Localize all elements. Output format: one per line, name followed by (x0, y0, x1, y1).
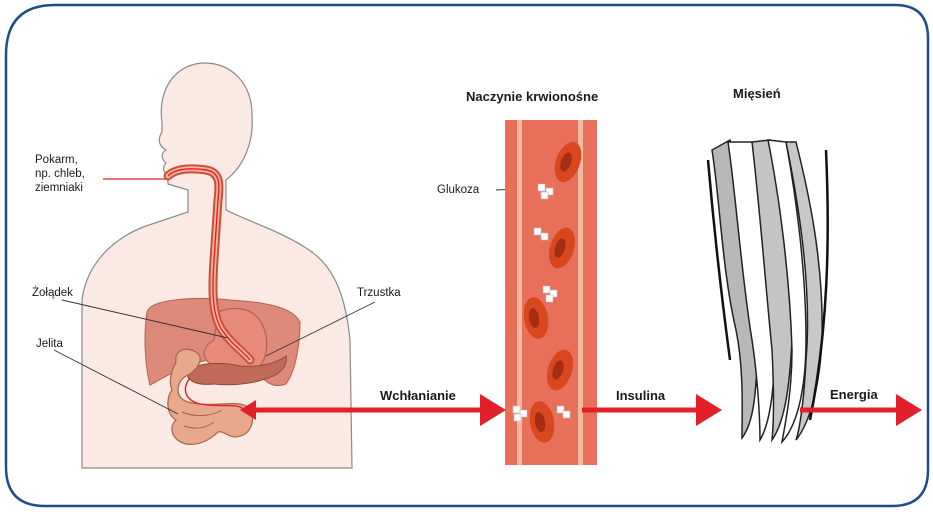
vessel-heading: Naczynie krwionośne (466, 89, 598, 104)
intestines-label: Jelita (36, 337, 63, 351)
stomach-label: Żołądek (32, 286, 73, 300)
glucose-label: Glukoza (437, 183, 479, 197)
food-label: Pokarm, np. chleb, ziemniaki (35, 153, 85, 195)
food-label-line-1: Pokarm, (35, 153, 85, 167)
muscle-heading: Mięsień (733, 86, 781, 101)
pancreas-label: Trzustka (357, 286, 401, 300)
absorption-label: Wchłanianie (380, 388, 456, 403)
insulin-label: Insulina (616, 388, 665, 403)
food-label-line-2: np. chleb, (35, 167, 85, 181)
muscle-fibers (708, 140, 828, 442)
energy-label: Energia (830, 387, 878, 402)
vessel-wall-right (578, 120, 583, 465)
food-label-line-3: ziemniaki (35, 181, 85, 195)
